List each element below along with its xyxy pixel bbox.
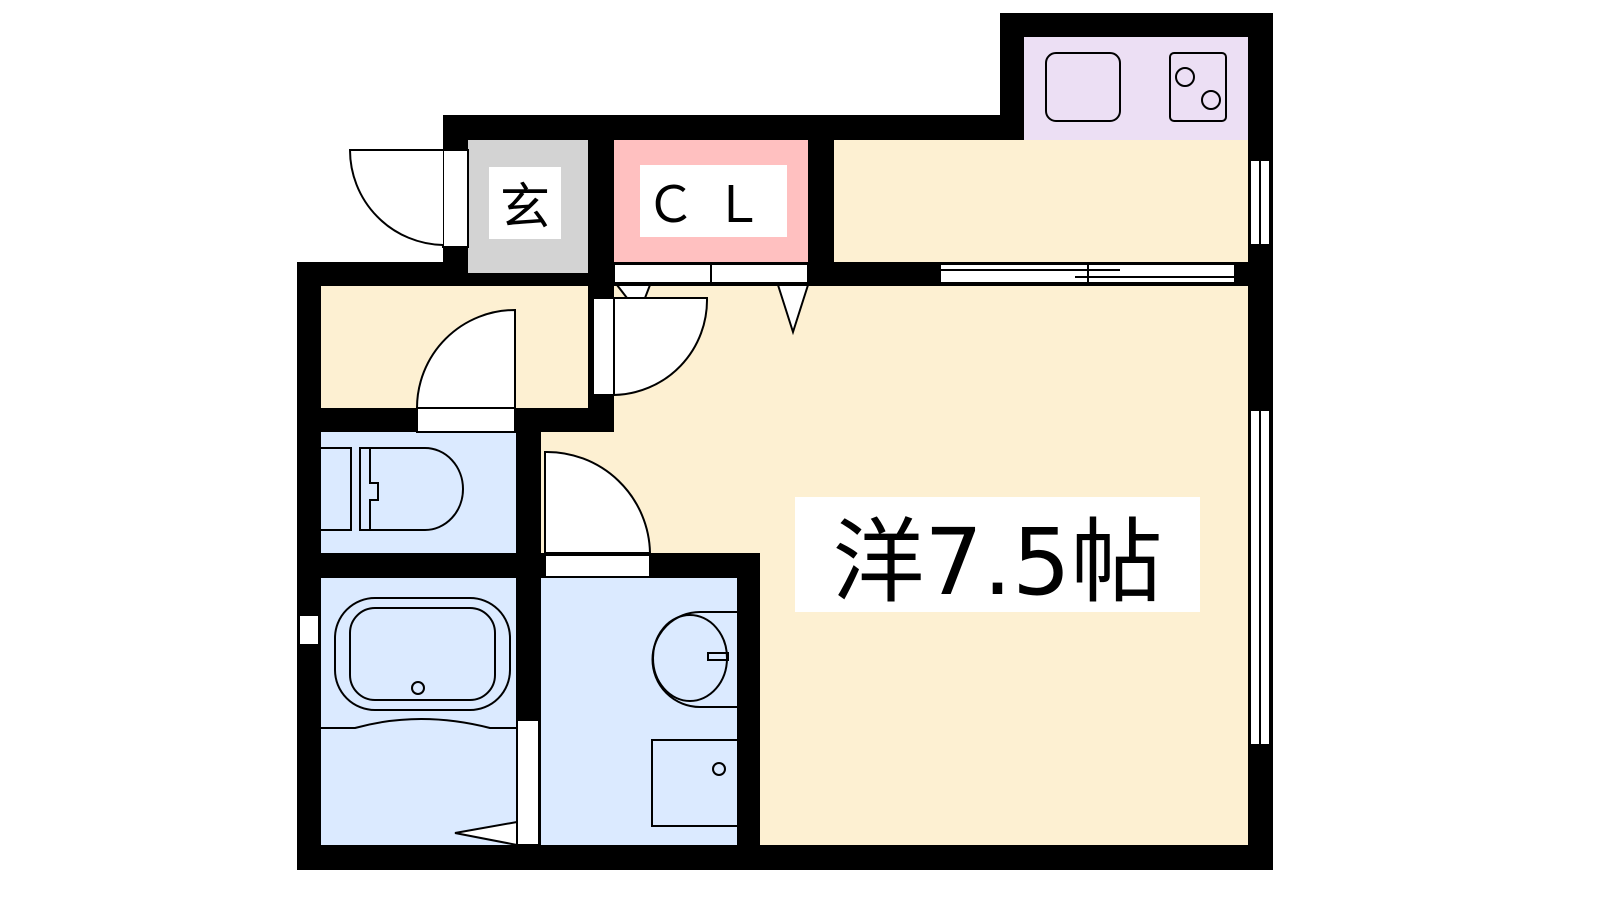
genkan-label: 玄 xyxy=(489,167,561,239)
washing-machine-icon xyxy=(651,739,737,827)
closet-door-marker xyxy=(776,284,810,336)
bath-door-leaf xyxy=(516,719,540,846)
western-room-label: 洋7.5帖 xyxy=(795,497,1200,616)
kitchen-sink-icon xyxy=(1045,52,1121,122)
room-door xyxy=(592,297,709,397)
entrance-door xyxy=(348,149,469,248)
washroom-door xyxy=(544,450,652,578)
kitchen-area xyxy=(834,140,1248,262)
bathtub-icon xyxy=(321,597,516,729)
closet-label: ＣＬ xyxy=(640,165,787,237)
washbasin-icon xyxy=(651,611,737,708)
washroom xyxy=(541,578,737,845)
toilet-room xyxy=(321,432,516,553)
kitchen-counter xyxy=(1024,37,1248,140)
toilet-icon xyxy=(321,447,464,531)
toilet-door xyxy=(415,308,516,433)
window-bath xyxy=(298,614,320,646)
stove-icon xyxy=(1169,52,1227,122)
bathroom xyxy=(321,578,516,845)
